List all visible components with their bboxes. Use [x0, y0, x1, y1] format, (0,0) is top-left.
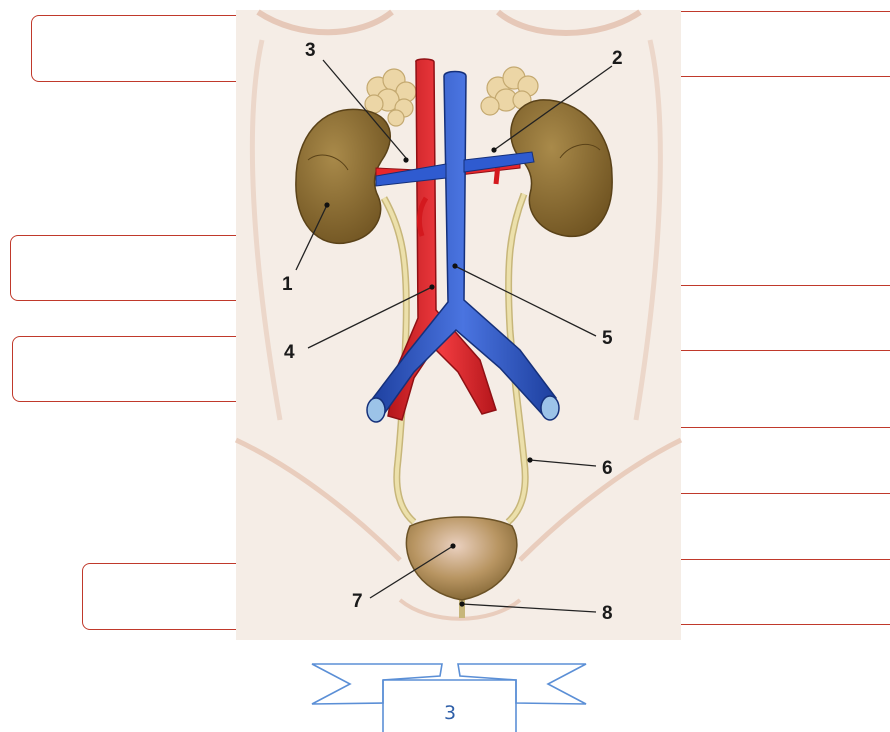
label-8: 8	[602, 603, 613, 624]
label-7: 7	[352, 591, 363, 612]
label-5: 5	[602, 328, 613, 349]
label-3: 3	[305, 40, 316, 61]
label-2: 2	[612, 48, 623, 69]
label-6: 6	[602, 458, 613, 479]
label-1: 1	[282, 274, 293, 295]
page-number: 3	[440, 702, 460, 724]
label-4: 4	[284, 342, 295, 363]
